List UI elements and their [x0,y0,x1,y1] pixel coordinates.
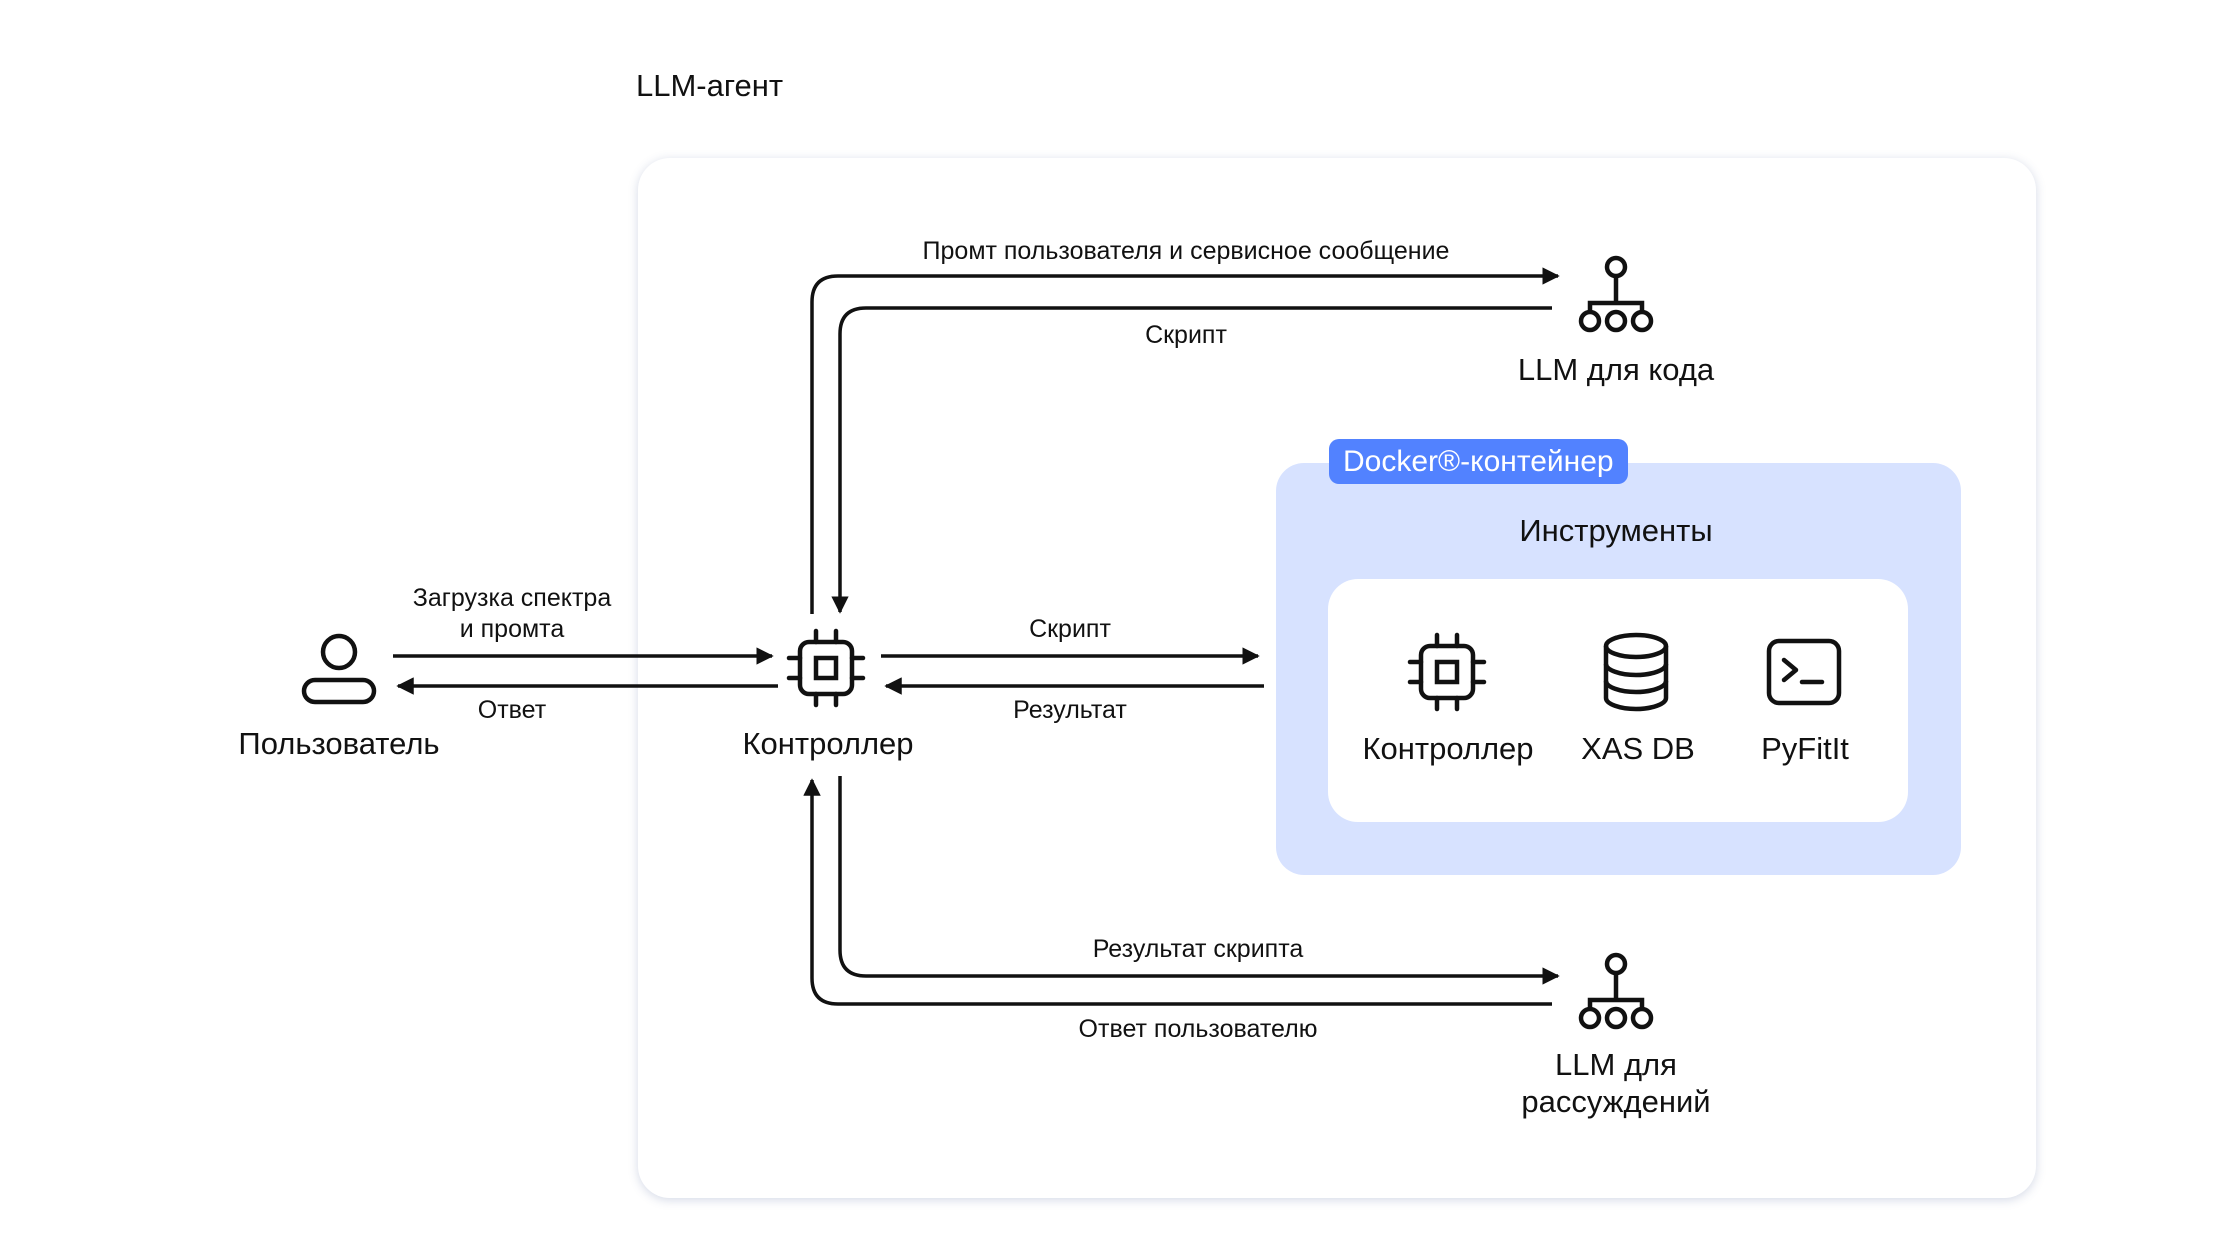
label-script-to-docker: Скрипт [1029,615,1111,643]
label-prompt-service: Промт пользователя и сервисное сообщение [922,237,1450,265]
tools-heading: Инструменты [1519,513,1713,548]
label-script-from-llm: Скрипт [1145,321,1227,349]
label-result-from-docker: Результат [1013,696,1127,724]
tool-pyfitit-label: PyFitIt [1761,731,1849,766]
hierarchy-icon [1578,255,1654,333]
arrow-script-from-llm-code [831,306,1552,614]
label-upload-line1: Загрузка спектра [412,584,612,612]
chip-icon [786,628,866,708]
node-llm-reason-label-line1: LLM для [1555,1047,1677,1082]
tool-controller-label: Контроллер [1362,731,1534,766]
diagram-title: LLM-агент [636,68,784,103]
arrow-answer-to-user [803,778,1552,1006]
node-llm-code-label: LLM для кода [1517,352,1715,387]
tool-xasdb-label: XAS DB [1581,731,1695,766]
user-icon [301,633,377,705]
label-script-result: Результат скрипта [1092,935,1304,963]
label-answer: Ответ [477,696,547,724]
node-controller-label: Контроллер [742,726,914,761]
label-upload-line2: и промта [459,615,565,643]
terminal-icon [1766,638,1842,706]
node-llm-reason-label-line2: рассуждений [1521,1084,1711,1119]
docker-badge: Docker®-контейнер [1329,439,1628,484]
database-icon [1603,632,1669,712]
tools-panel [1328,579,1908,822]
arrow-script-result [838,776,1560,985]
arrow-prompt-to-llm-code [810,267,1560,614]
node-user-label: Пользователь [238,726,440,761]
hierarchy-icon [1578,952,1654,1030]
label-answer-to-user: Ответ пользователю [1078,1015,1318,1043]
chip-icon [1407,632,1487,712]
